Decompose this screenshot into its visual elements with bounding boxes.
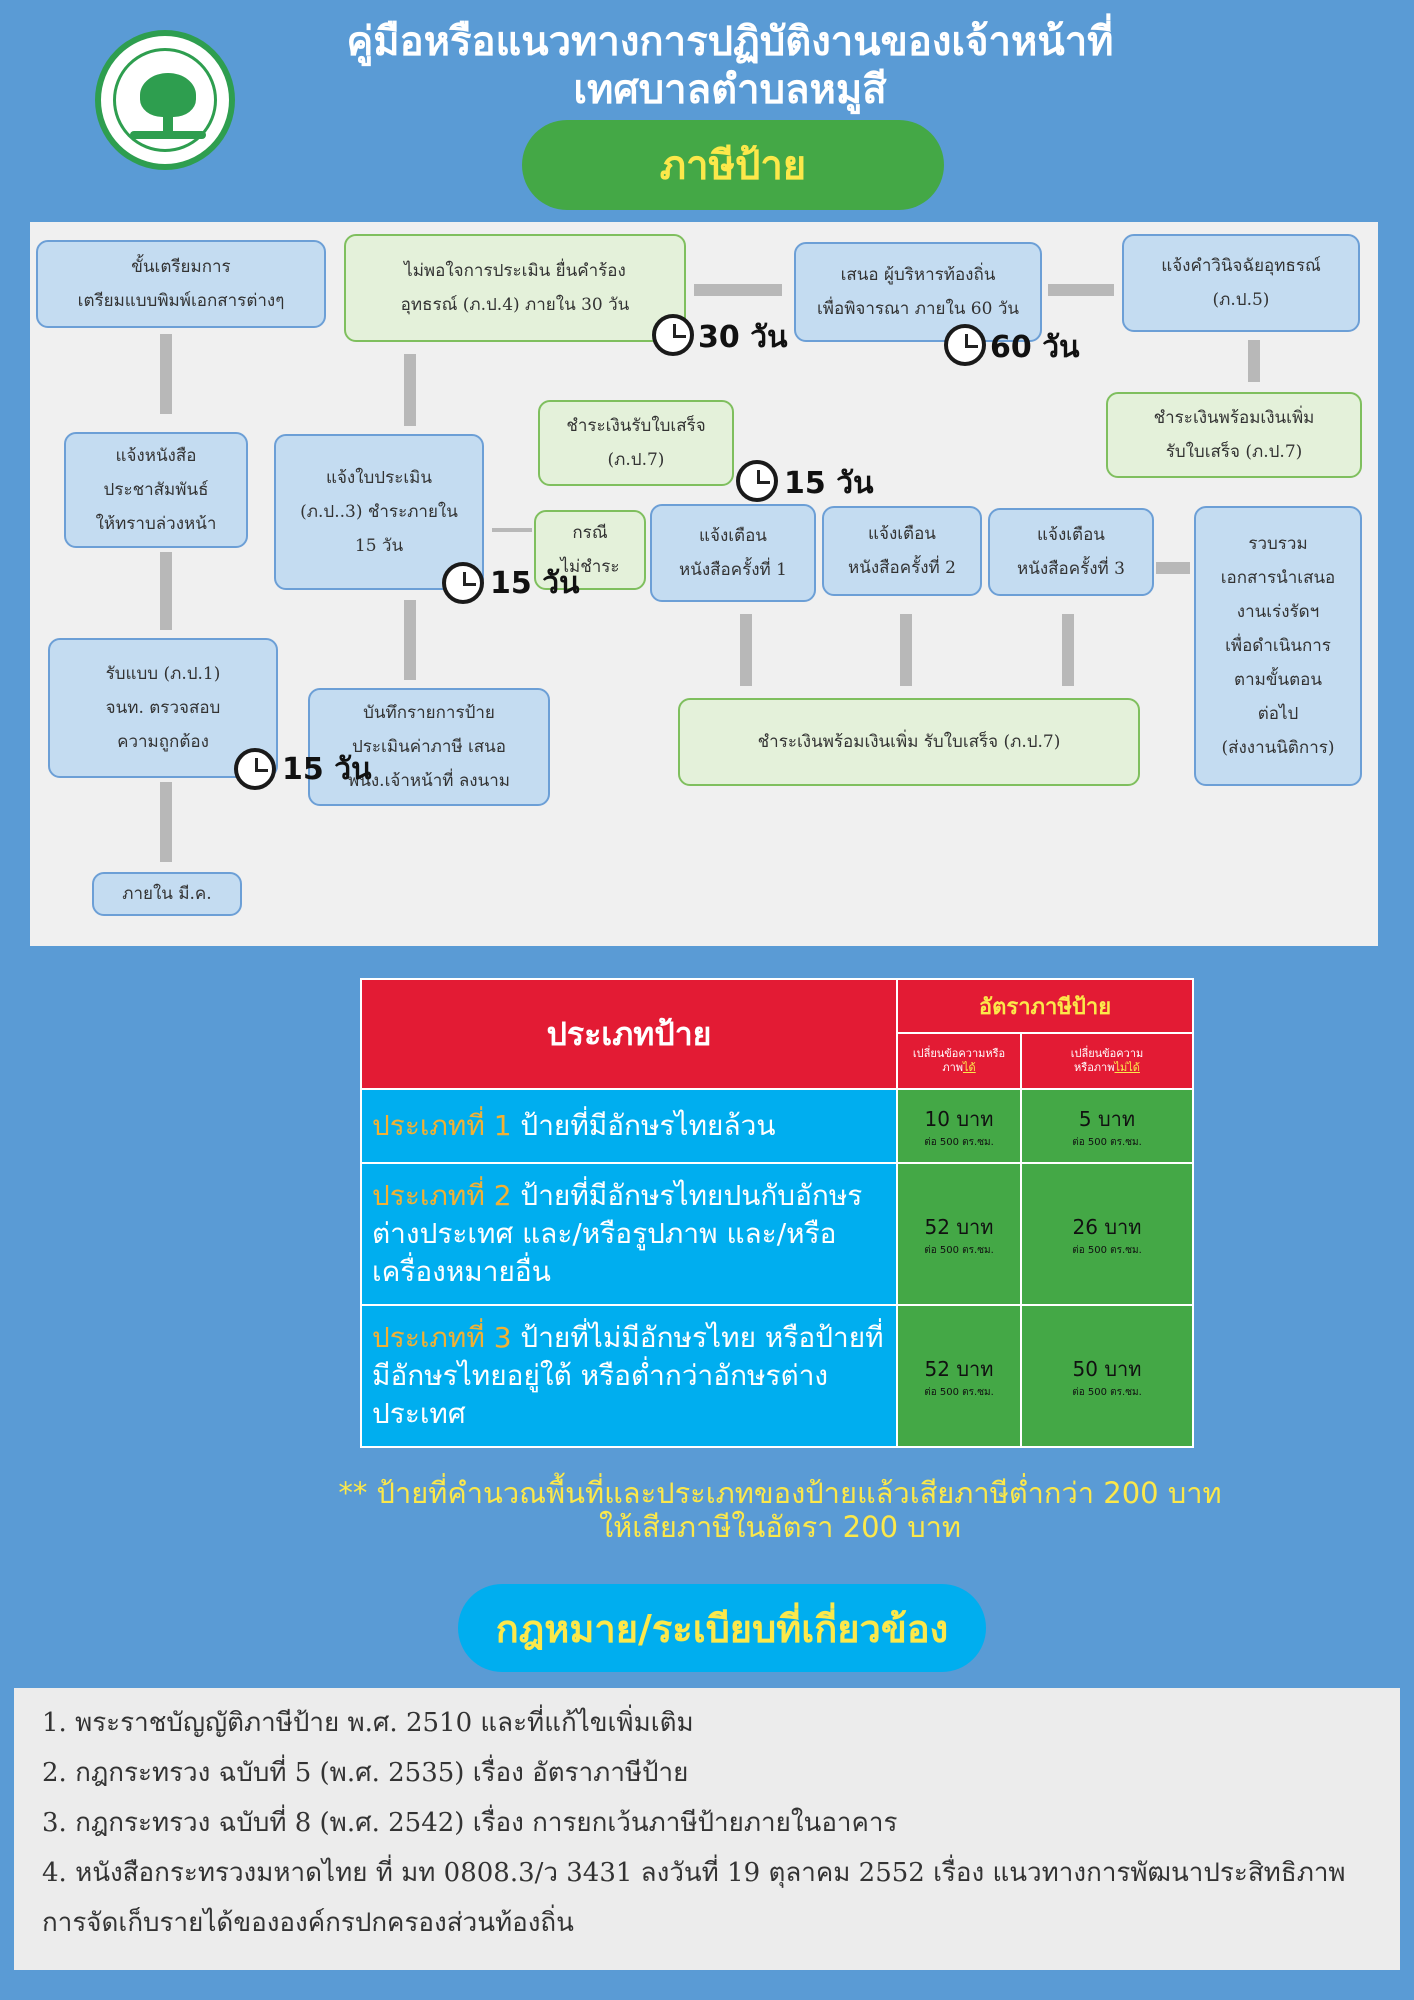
rate-unit: ต่อ 500 ตร.ซม. (1072, 1244, 1142, 1256)
ground-shape (130, 131, 206, 139)
arrow-up-2 (404, 600, 416, 680)
arrow-right-2 (1048, 284, 1114, 296)
logo-ring (113, 48, 217, 152)
note-line-2: ให้เสียภาษีในอัตรา 200 บาท (598, 1510, 962, 1544)
arrow-down-6 (900, 614, 912, 686)
table-row-type-3: ประเภทที่ 3 ป้ายที่ไม่มีอักษรไทย หรือป้า… (360, 1304, 898, 1448)
tree-icon (140, 73, 196, 117)
step-record: บันทึกรายการป้าย ประเมินค่าภาษี เสนอ พนง… (308, 688, 550, 806)
table-header-rate: อัตราภาษีป้าย (896, 978, 1194, 1034)
step-decision: แจ้งคำวินิจฉัยอุทธรณ์ (ภ.ป.5) (1122, 234, 1360, 332)
rate-cell: 52 บาท ต่อ 500 ตร.ซม. (896, 1162, 1022, 1306)
note-line-1: ** ป้ายที่คำนวณพื้นที่และประเภทของป้ายแล… (338, 1476, 1222, 1510)
rate-unit: ต่อ 500 ตร.ซม. (1072, 1136, 1142, 1148)
law-item: การจัดเก็บรายได้ขององค์กรปกครองส่วนท้องถ… (42, 1908, 574, 1938)
arrow-right-1 (694, 284, 782, 296)
rate-value: 50 บาท (1072, 1356, 1142, 1381)
arrow-down-1 (160, 334, 172, 414)
clock-icon (944, 324, 986, 366)
municipality-logo (95, 30, 235, 170)
step-appeal: ไม่พอใจการประเมิน ยื่นคำร้อง อุทธรณ์ (ภ.… (344, 234, 686, 342)
arrow-down-7 (1062, 614, 1074, 686)
step-prepare: ขั้นเตรียมการ เตรียมแบบพิมพ์เอกสารต่างๆ (36, 240, 326, 328)
tree-trunk (163, 111, 173, 133)
step-warn-3: แจ้งเตือน หนังสือครั้งที่ 3 (988, 508, 1154, 596)
rate-cell: 10 บาท ต่อ 500 ตร.ซม. (896, 1088, 1022, 1164)
type-number: ประเภทที่ 2 (372, 1179, 512, 1212)
subject-badge: ภาษีป้าย (522, 120, 944, 210)
clock-icon (442, 562, 484, 604)
rate-cell: 50 บาท ต่อ 500 ตร.ซม. (1020, 1304, 1194, 1448)
rate-value: 10 บาท (924, 1106, 994, 1131)
title-line-1: คู่มือหรือแนวทางการปฏิบัติงานของเจ้าหน้า… (346, 19, 1114, 65)
rate-unit: ต่อ 500 ตร.ซม. (924, 1136, 994, 1148)
step-warn-2: แจ้งเตือน หนังสือครั้งที่ 2 (822, 506, 982, 596)
step-assessment: แจ้งใบประเมิน (ภ.ป..3) ชำระภายใน 15 วัน (274, 434, 484, 590)
type-description: ป้ายที่มีอักษรไทยล้วน (511, 1109, 776, 1142)
type-description: ป้ายที่มีอักษรไทยปนกับอักษรต่างประเทศ แล… (372, 1179, 863, 1288)
minimum-tax-note: ** ป้ายที่คำนวณพื้นที่และประเภทของป้ายแล… (300, 1476, 1260, 1544)
sign-tax-rate-table: ประเภทป้าย อัตราภาษีป้าย เปลี่ยนข้อความห… (360, 978, 1194, 1448)
law-item: 4. หนังสือกระทรวงมหาดไทย ที่ มท 0808.3/ว… (42, 1858, 1346, 1888)
subheader-text: เปลี่ยนข้อความหรือ (912, 1047, 1006, 1060)
arrow-right-4 (1156, 562, 1190, 574)
table-subheader-not-changeable: เปลี่ยนข้อความ หรือภาพไม่ได้ (1020, 1032, 1194, 1090)
subheader-text: หรือภาพ (1074, 1061, 1115, 1074)
step-propose: เสนอ ผู้บริหารท้องถิ่น เพื่อพิจารณา ภายใ… (794, 242, 1042, 342)
law-item: 2. กฎกระทรวง ฉบับที่ 5 (พ.ศ. 2535) เรื่อ… (42, 1758, 689, 1788)
table-header-type: ประเภทป้าย (360, 978, 898, 1090)
arrow-up-1 (404, 354, 416, 426)
step-notify-pr: แจ้งหนังสือ ประชาสัมพันธ์ ให้ทราบล่วงหน้… (64, 432, 248, 548)
type-number: ประเภทที่ 3 (372, 1321, 512, 1354)
arrow-right-3 (492, 528, 532, 532)
duration-60-days: 60 วัน (990, 330, 1080, 365)
rate-cell: 5 บาท ต่อ 500 ตร.ซม. (1020, 1088, 1194, 1164)
step-within-march: ภายใน มี.ค. (92, 872, 242, 916)
subheader-text: เปลี่ยนข้อความ (1070, 1047, 1144, 1060)
clock-icon (736, 460, 778, 502)
rate-value: 5 บาท (1078, 1106, 1136, 1131)
subheader-highlight: ได้ (963, 1061, 976, 1074)
step-pay-extra-bottom: ชำระเงินพร้อมเงินเพิ่ม รับใบเสร็จ (ภ.ป.7… (678, 698, 1140, 786)
type-description: ป้ายที่ไม่มีอักษรไทย หรือป้ายที่มีอักษรไ… (372, 1321, 884, 1430)
rate-unit: ต่อ 500 ตร.ซม. (924, 1244, 994, 1256)
arrow-down-3 (160, 782, 172, 862)
process-flowchart: ขั้นเตรียมการ เตรียมแบบพิมพ์เอกสารต่างๆ … (30, 222, 1378, 946)
rate-value: 52 บาท (924, 1214, 994, 1239)
arrow-down-2 (160, 552, 172, 630)
page-title: คู่มือหรือแนวทางการปฏิบัติงานของเจ้าหน้า… (200, 18, 1260, 114)
step-not-paid: กรณี ไม่ชำระ (534, 510, 646, 590)
duration-15-days: 15 วัน (784, 466, 874, 501)
duration-15-days: 15 วัน (490, 566, 580, 601)
step-warn-1: แจ้งเตือน หนังสือครั้งที่ 1 (650, 504, 816, 602)
rate-cell: 26 บาท ต่อ 500 ตร.ซม. (1020, 1162, 1194, 1306)
type-number: ประเภทที่ 1 (372, 1109, 512, 1142)
subheader-text: ภาพ (942, 1061, 963, 1074)
rate-unit: ต่อ 500 ตร.ซม. (924, 1386, 994, 1398)
step-compile: รวบรวม เอกสารนำเสนอ งานเร่งรัดฯ เพื่อดำเ… (1194, 506, 1362, 786)
law-item: 1. พระราชบัญญัติภาษีป้าย พ.ศ. 2510 และที… (42, 1708, 694, 1738)
table-row-type-2: ประเภทที่ 2 ป้ายที่มีอักษรไทยปนกับอักษรต… (360, 1162, 898, 1306)
step-pay-receipt: ชำระเงินรับใบเสร็จ (ภ.ป.7) (538, 400, 734, 486)
duration-30-days: 30 วัน (698, 320, 788, 355)
rate-value: 52 บาท (924, 1356, 994, 1381)
laws-section-title: กฎหมาย/ระเบียบที่เกี่ยวข้อง (458, 1584, 986, 1672)
law-item: 3. กฎกระทรวง ฉบับที่ 8 (พ.ศ. 2542) เรื่อ… (42, 1808, 898, 1838)
rate-value: 26 บาท (1072, 1214, 1142, 1239)
rate-unit: ต่อ 500 ตร.ซม. (1072, 1386, 1142, 1398)
clock-icon (234, 748, 276, 790)
title-line-2: เทศบาลตำบลหมูสี (573, 67, 887, 113)
rate-cell: 52 บาท ต่อ 500 ตร.ซม. (896, 1304, 1022, 1448)
clock-icon (652, 314, 694, 356)
table-row-type-1: ประเภทที่ 1 ป้ายที่มีอักษรไทยล้วน (360, 1088, 898, 1164)
arrow-down-5 (740, 614, 752, 686)
step-pay-extra-right: ชำระเงินพร้อมเงินเพิ่ม รับใบเสร็จ (ภ.ป.7… (1106, 392, 1362, 478)
subheader-highlight: ไม่ได้ (1114, 1061, 1140, 1074)
arrow-down-4 (1248, 340, 1260, 382)
laws-list: 1. พระราชบัญญัติภาษีป้าย พ.ศ. 2510 และที… (14, 1688, 1400, 1970)
duration-15-days: 15 วัน (282, 752, 372, 787)
table-subheader-changeable: เปลี่ยนข้อความหรือ ภาพได้ (896, 1032, 1022, 1090)
